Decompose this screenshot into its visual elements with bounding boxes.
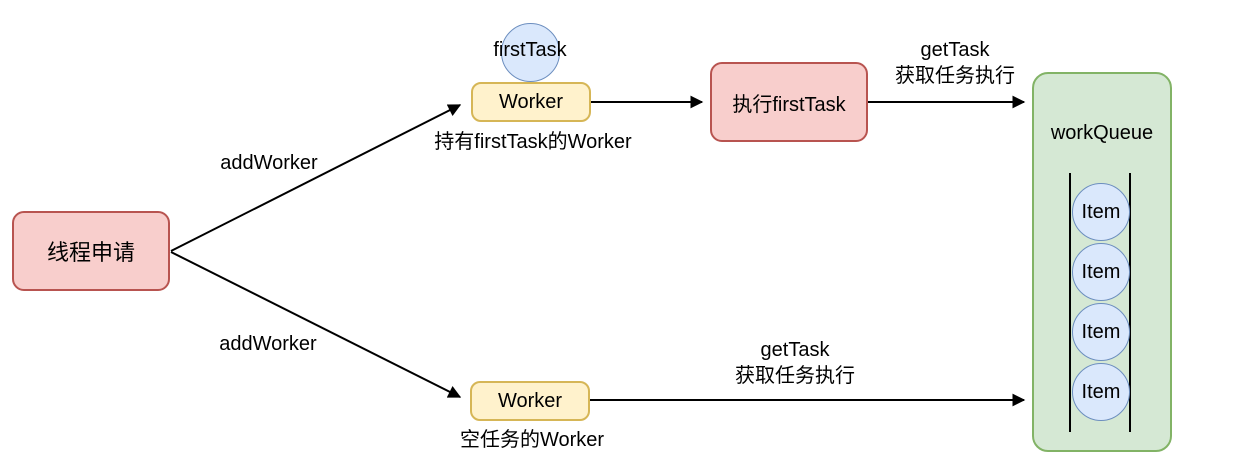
edge-label-get-task-top-line2: 获取任务执行 — [895, 65, 1015, 87]
arrow-add-worker-bottom — [170, 251, 462, 398]
worker-bottom-caption: 空任务的Worker — [459, 429, 605, 451]
queue-item-label: Item — [1081, 320, 1121, 343]
edge-label-get-task-top-line1: getTask — [920, 39, 990, 61]
edge-label-add-worker-bottom: addWorker — [219, 333, 317, 355]
thread-request-label: 线程申请 — [46, 240, 135, 265]
edge-label-add-worker-top: addWorker — [220, 152, 318, 174]
queue-item-label: Item — [1081, 200, 1121, 223]
edge-label-get-task-bottom-line1: getTask — [760, 339, 830, 361]
edge-label-get-task-bottom-line2: 获取任务执行 — [735, 365, 855, 387]
thread-request-node: 线程申请 — [12, 211, 170, 291]
exec-first-task-label: 执行firstTask — [732, 93, 846, 116]
arrow-add-worker-top — [170, 104, 462, 252]
exec-first-task-node: 执行firstTask — [710, 62, 868, 142]
queue-item-circle: Item — [1072, 243, 1130, 301]
worker-top-node: Worker — [471, 82, 591, 122]
edge-label-get-task-bottom: getTask 获取任务执行 — [695, 337, 895, 389]
queue-item-circle: Item — [1072, 363, 1130, 421]
queue-item-circle: Item — [1072, 303, 1130, 361]
worker-top-label: Worker — [498, 90, 564, 113]
queue-item-label: Item — [1081, 380, 1121, 403]
edge-label-get-task-top: getTask 获取任务执行 — [855, 37, 1055, 89]
worker-top-caption: 持有firstTask的Worker — [434, 131, 632, 153]
queue-item-label: Item — [1081, 260, 1121, 283]
queue-item-circle: Item — [1072, 183, 1130, 241]
work-queue-title: workQueue — [1050, 122, 1154, 144]
first-task-circle — [501, 23, 560, 82]
first-task-label: firstTask — [493, 39, 567, 61]
worker-bottom-node: Worker — [470, 381, 590, 421]
worker-bottom-label: Worker — [497, 389, 563, 412]
